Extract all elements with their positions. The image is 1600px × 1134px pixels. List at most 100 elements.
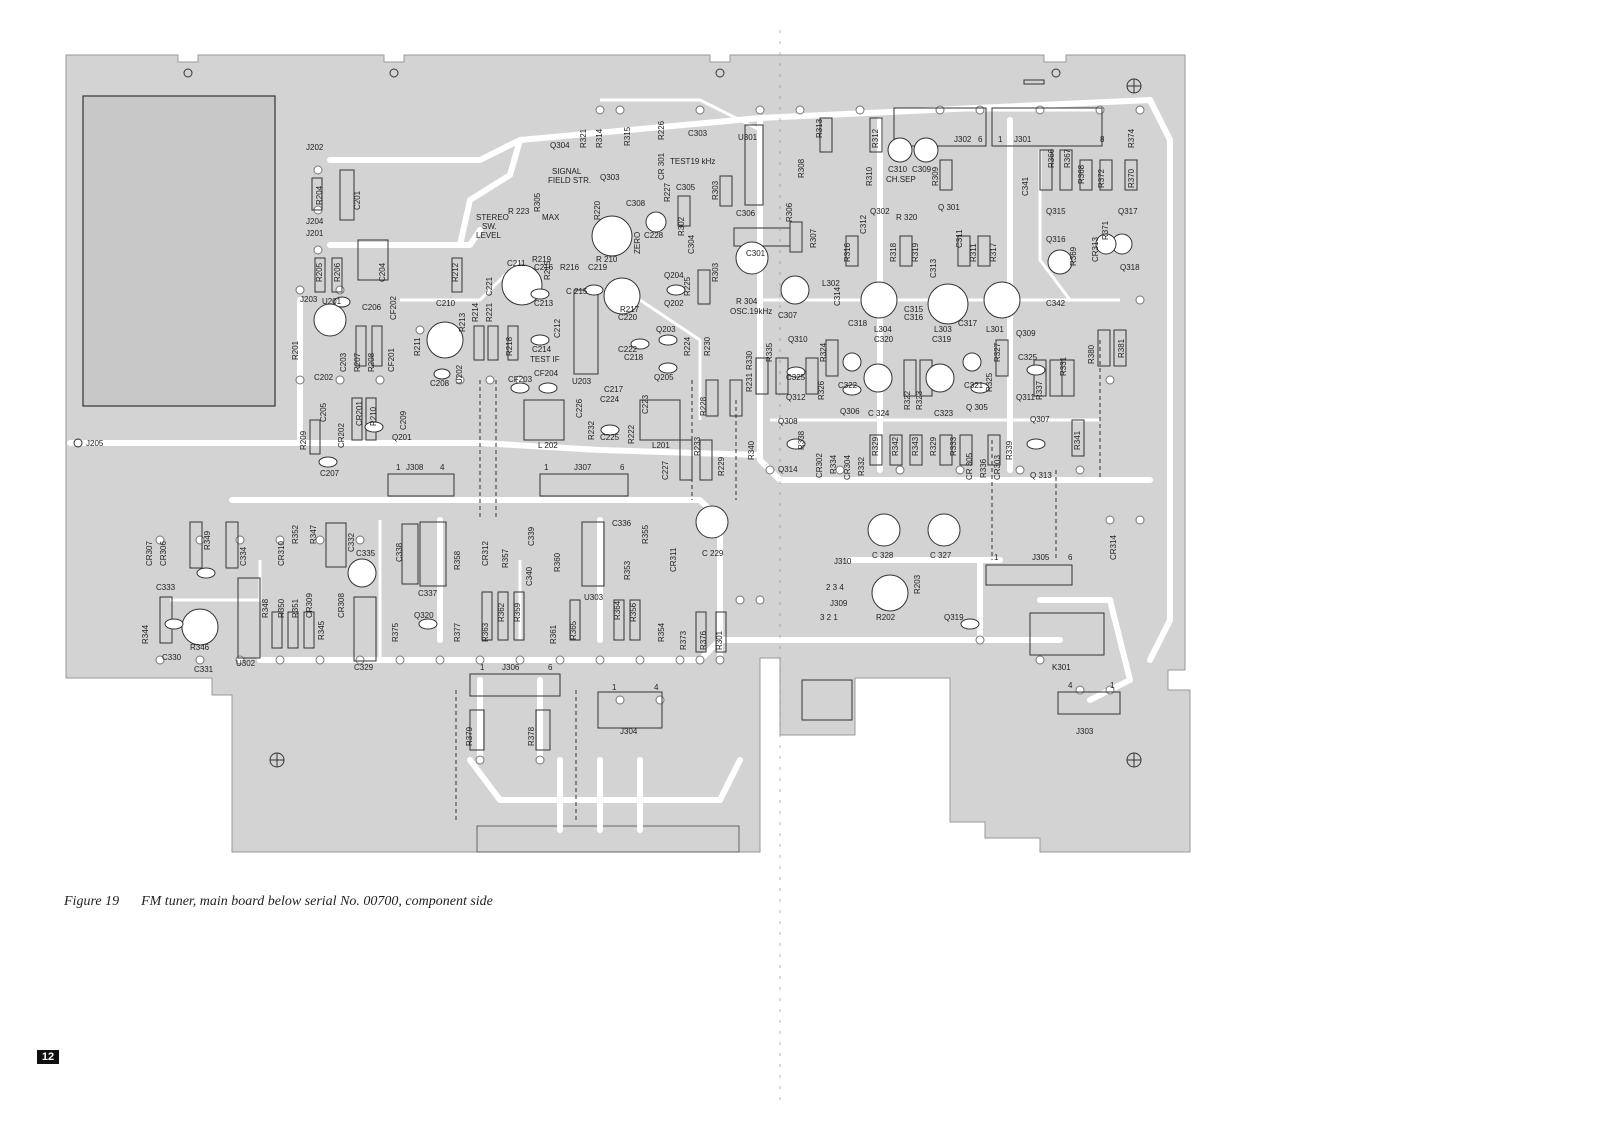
label-Q304: Q304 xyxy=(550,141,570,150)
connector-block xyxy=(476,825,740,853)
label-R207: R207 xyxy=(353,352,362,372)
label-R373: R373 xyxy=(679,630,688,650)
label-J307-pin-1: 1 xyxy=(544,463,549,472)
label-field-str: FIELD STR. xyxy=(548,176,591,185)
label-C330: C330 xyxy=(162,653,182,662)
label-R344: R344 xyxy=(141,624,150,644)
label-R208: R208 xyxy=(367,352,376,372)
label-C338: C338 xyxy=(395,542,404,562)
label-R215: R215 xyxy=(543,260,552,280)
label-C322: C322 xyxy=(838,381,858,390)
label-Q305: Q 305 xyxy=(966,403,988,412)
label-R209: R209 xyxy=(299,430,308,450)
label-C325: C325 xyxy=(1018,353,1038,362)
label-C218: C218 xyxy=(624,353,644,362)
label-R338: R338 xyxy=(797,430,806,450)
label-R218: R218 xyxy=(505,336,514,356)
label-Q201: Q201 xyxy=(392,433,412,442)
label-CR305: CR 305 xyxy=(965,452,974,480)
label-R220: R220 xyxy=(593,200,602,220)
label-Q302: Q302 xyxy=(870,207,890,216)
label-R221: R221 xyxy=(485,302,494,322)
label-C310: C310 xyxy=(888,165,908,174)
label-U302: U302 xyxy=(236,659,256,668)
label-R335: R335 xyxy=(765,342,774,362)
label-R317: R317 xyxy=(989,242,998,262)
label-R303b: R303 xyxy=(711,262,720,282)
label-J304: J304 xyxy=(620,727,638,736)
label-J308: J308 xyxy=(406,463,424,472)
label-R233: R233 xyxy=(693,436,702,456)
label-zero: ZERO xyxy=(633,232,642,254)
label-C309: C309 xyxy=(912,165,932,174)
label-R361: R361 xyxy=(549,624,558,644)
label-L304: L304 xyxy=(874,325,892,334)
label-R232: R232 xyxy=(587,420,596,440)
label-R381b: R381 xyxy=(1117,338,1126,358)
label-C312: C312 xyxy=(859,214,868,234)
label-CR314: CR314 xyxy=(1109,535,1118,560)
label-CR304: CR304 xyxy=(843,455,852,480)
label-J201: J201 xyxy=(306,229,324,238)
label-R309: R309 xyxy=(931,166,940,186)
label-U201: U201 xyxy=(322,297,342,306)
label-C340: C340 xyxy=(525,566,534,586)
label-J306: J306 xyxy=(502,663,520,672)
label-C210: C210 xyxy=(436,299,456,308)
label-J307-pin-6: 6 xyxy=(620,463,625,472)
label-C304: C304 xyxy=(687,234,696,254)
label-test-19khz: TEST19 kHz xyxy=(670,157,715,166)
label-C319: C319 xyxy=(932,335,952,344)
label-C201: C201 xyxy=(353,190,362,210)
label-C307: C307 xyxy=(778,311,798,320)
label-R210: R210 xyxy=(369,406,378,426)
label-L303: L303 xyxy=(934,325,952,334)
label-C219: C219 xyxy=(588,263,608,272)
label-C202: C202 xyxy=(314,373,334,382)
label-J308-pin-4: 4 xyxy=(440,463,445,472)
label-R310: R310 xyxy=(865,166,874,186)
label-R358: R358 xyxy=(453,550,462,570)
label-C223: C223 xyxy=(641,394,650,414)
label-R364: R364 xyxy=(613,600,622,620)
label-R374: R374 xyxy=(1127,128,1136,148)
label-J304-pin-4: 4 xyxy=(654,683,659,692)
label-C325b: C325 xyxy=(786,373,806,382)
label-Q314: Q314 xyxy=(778,465,798,474)
label-R342: R342 xyxy=(891,436,900,456)
label-Q306: Q306 xyxy=(840,407,860,416)
label-R365: R365 xyxy=(569,620,578,640)
label-C331: C331 xyxy=(194,665,214,674)
label-C317: C317 xyxy=(958,319,978,328)
label-R334: R334 xyxy=(829,454,838,474)
label-Q315: Q315 xyxy=(1046,207,1066,216)
label-J307: J307 xyxy=(574,463,592,472)
label-C315: C315 xyxy=(904,305,924,314)
label-R324: R324 xyxy=(819,342,828,362)
label-U301: U301 xyxy=(738,133,758,142)
label-C224: C224 xyxy=(600,395,620,404)
label-J303: J303 xyxy=(1076,727,1094,736)
label-U303: U303 xyxy=(584,593,604,602)
label-C229: C 229 xyxy=(702,549,724,558)
label-J301-pin-1: 1 xyxy=(998,135,1003,144)
label-C215: C 215 xyxy=(566,287,588,296)
label-Q301: Q 301 xyxy=(938,203,960,212)
label-R303: R303 xyxy=(711,180,720,200)
label-CR301: CR 301 xyxy=(657,152,666,180)
label-C327: C 327 xyxy=(930,551,952,560)
label-R206: R206 xyxy=(333,262,342,282)
label-J304-pin-1: 1 xyxy=(612,683,617,692)
label-R345: R345 xyxy=(317,620,326,640)
label-Q205: Q205 xyxy=(654,373,674,382)
label-R330: R330 xyxy=(745,350,754,370)
component-labels: J202 J201 J204 J203 U201 R204 C201 R205 … xyxy=(86,118,1140,746)
label-R340: R340 xyxy=(747,440,756,460)
label-C333: C333 xyxy=(156,583,176,592)
label-J302-pin-6: 6 xyxy=(978,135,983,144)
label-Q307: Q307 xyxy=(1030,415,1050,424)
label-Q316: Q316 xyxy=(1046,235,1066,244)
label-U203: U203 xyxy=(572,377,592,386)
label-R321: R321 xyxy=(579,128,588,148)
